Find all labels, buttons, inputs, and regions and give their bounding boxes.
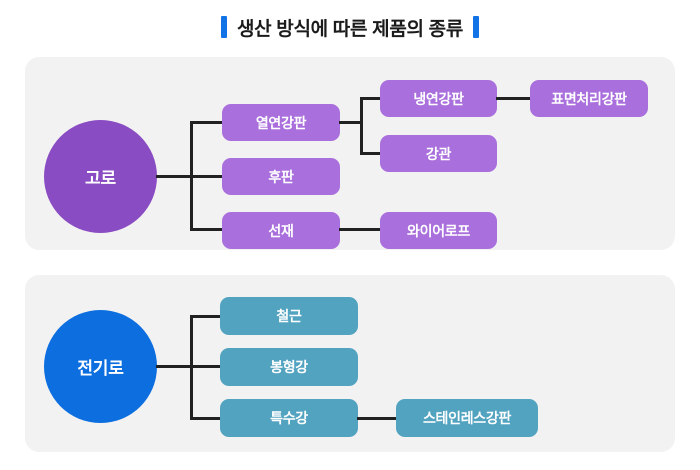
connector-jeongiro-to-special-steel xyxy=(190,417,221,420)
connector-goro-to-plate xyxy=(190,175,223,178)
node-stainless-steel-sheet[interactable]: 스테인레스강판 xyxy=(396,399,538,437)
node-steel-pipe[interactable]: 강관 xyxy=(380,135,497,172)
connector-cold-rolled-to-surface-treated xyxy=(496,97,532,100)
node-blast-furnace-root[interactable]: 고로 xyxy=(44,120,157,233)
title-accent-bar-left xyxy=(220,16,227,38)
connector-hot-rolled-stem xyxy=(339,121,363,124)
connector-goro-to-wire-rod xyxy=(190,228,223,231)
node-bar-and-shape-steel[interactable]: 봉형강 xyxy=(220,348,358,386)
connector-goro-stem xyxy=(156,175,193,178)
node-electric-furnace-root[interactable]: 전기로 xyxy=(44,310,157,423)
connector-special-steel-to-stainless xyxy=(357,417,398,420)
connector-hot-rolled-to-steel-pipe xyxy=(360,152,382,155)
connector-wire-rod-to-wire-rope xyxy=(339,228,382,231)
node-surface-treated-steel-sheet[interactable]: 표면처리강판 xyxy=(530,80,648,117)
connector-goro-to-hot-rolled xyxy=(190,121,223,124)
node-heavy-plate[interactable]: 후판 xyxy=(222,158,340,195)
node-rebar[interactable]: 철근 xyxy=(220,297,358,335)
node-cold-rolled-steel-sheet[interactable]: 냉연강판 xyxy=(380,80,497,117)
connector-jeongiro-to-rebar xyxy=(190,315,221,318)
page-title-text: 생산 방식에 따른 제품의 종류 xyxy=(236,18,464,40)
connector-hot-rolled-bracket xyxy=(360,97,363,155)
node-special-steel[interactable]: 특수강 xyxy=(220,399,358,437)
node-wire-rod[interactable]: 선재 xyxy=(222,212,340,249)
connector-jeongiro-stem xyxy=(156,365,193,368)
connector-hot-rolled-to-cold-rolled xyxy=(360,97,382,100)
page-title: 생산 방식에 따른 제품의 종류 xyxy=(0,10,700,44)
node-wire-rope[interactable]: 와이어로프 xyxy=(380,212,497,249)
connector-jeongiro-to-bar-shape xyxy=(190,365,221,368)
title-accent-bar-right xyxy=(473,16,480,38)
node-hot-rolled-steel-sheet[interactable]: 열연강판 xyxy=(222,104,340,141)
